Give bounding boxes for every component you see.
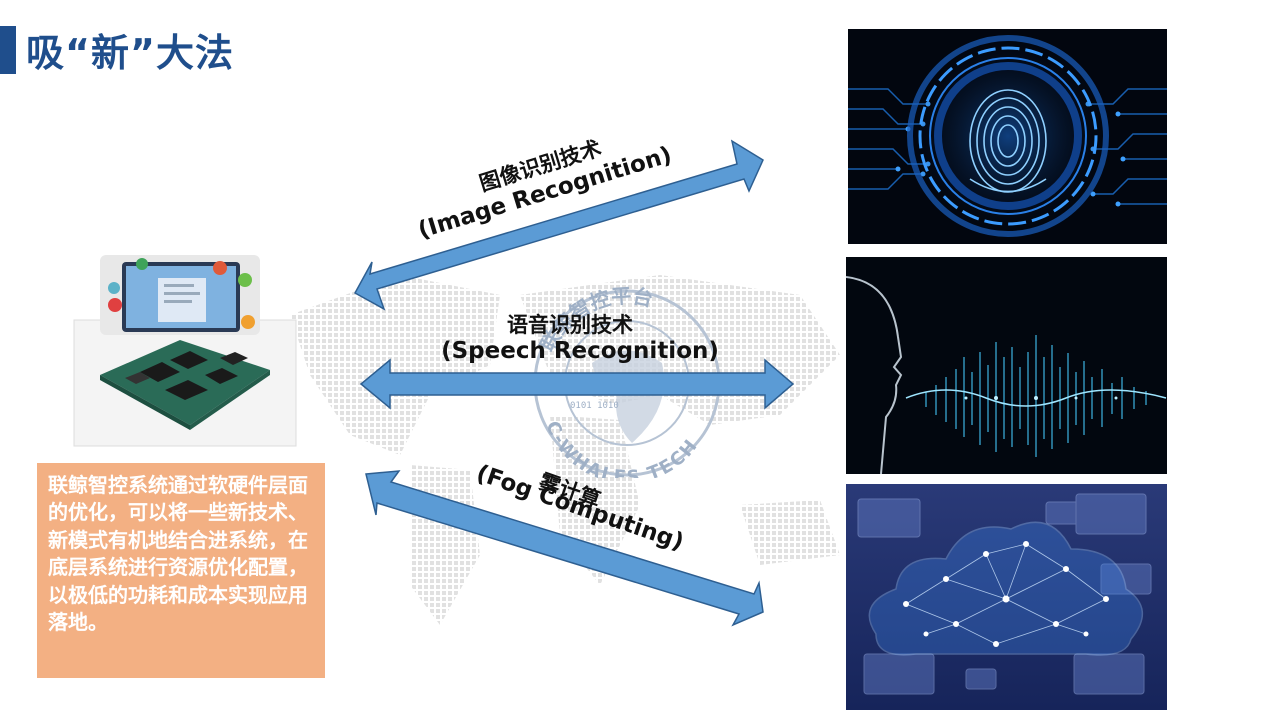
label-speech-recognition-en: (Speech Recognition) xyxy=(441,338,719,364)
arrow-speech-recognition xyxy=(359,358,795,410)
description-box xyxy=(37,463,325,678)
speech-waveform-image xyxy=(846,257,1167,474)
embedded-board-illustration xyxy=(73,255,297,447)
label-speech-recognition-cn: 语音识别技术 xyxy=(507,313,633,337)
arrow-image-recognition xyxy=(353,139,764,311)
fog-computing-cloud-image xyxy=(846,484,1167,710)
company-seal-watermark: 联鲸智控平台 C-WHALES TECH 0101 1010 xyxy=(533,284,721,478)
title-accent-bar xyxy=(0,26,16,74)
cloud-network-icon xyxy=(846,484,1167,710)
arrow-fog-computing xyxy=(365,470,764,627)
fingerprint-image xyxy=(848,29,1167,244)
fingerprint-icon xyxy=(848,29,1167,244)
voice-wave-icon xyxy=(846,257,1167,474)
seal-binary: 0101 1010 xyxy=(570,401,619,411)
slide-title: 吸“新”大法 xyxy=(26,31,234,75)
description-text: 联鲸智控系统通过软硬件层面的优化，可以将一些新技术、新模式有机地结合进系统，在底… xyxy=(48,473,308,635)
